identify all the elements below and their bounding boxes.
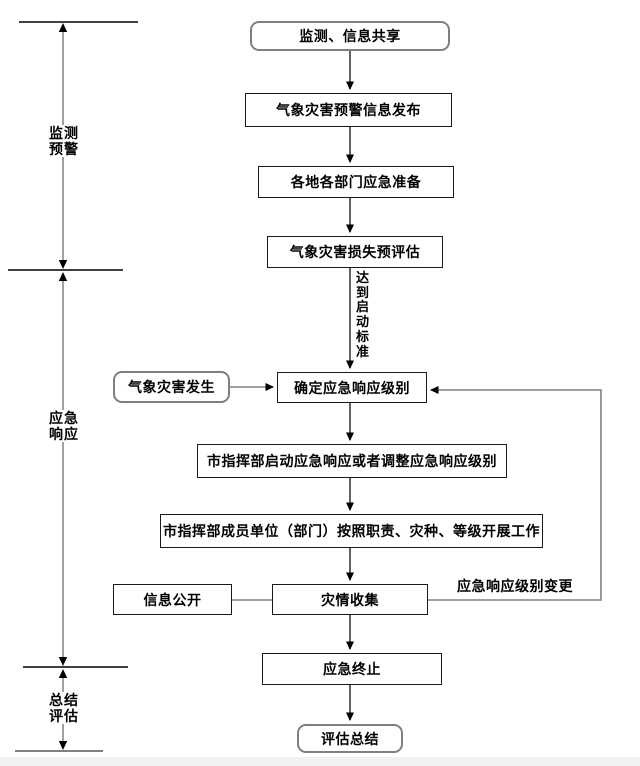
node-disaster-info-collection: 灾情收集 [272, 584, 428, 615]
page-bottom-band [0, 757, 640, 766]
phase-label-response: 应急 响应 [45, 410, 83, 442]
node-loss-preassessment: 气象灾害损失预评估 [267, 236, 443, 268]
phase-span-3-arrow-up [58, 669, 68, 678]
side-connectors [230, 383, 602, 601]
feedback-loop-line [428, 386, 602, 601]
node-disaster-occurs: 气象灾害发生 [113, 371, 230, 403]
phase-span-1-arrow-up [58, 23, 68, 32]
node-warning-info-release: 气象灾害预警信息发布 [245, 93, 452, 127]
node-member-units-work: 市指挥部成员单位（部门）按照职责、灾种、等级开展工作 [160, 514, 543, 548]
node-evaluation-summary: 评估总结 [297, 724, 403, 753]
edge-label-threshold: 达到启动标准 [355, 270, 369, 359]
edge-label-level-change: 应急响应级别变更 [457, 578, 573, 594]
phase-label-evaluation: 总结 评估 [45, 692, 83, 724]
phase-label-monitoring: 监测 预警 [45, 125, 83, 157]
node-monitor-info-sharing: 监测、信息共享 [250, 21, 450, 51]
node-emergency-preparation: 各地各部门应急准备 [258, 166, 454, 198]
phase-span-1-arrow-down [58, 260, 68, 269]
phase-span-2-arrow-down [58, 657, 68, 666]
node-emergency-termination: 应急终止 [262, 653, 442, 685]
node-info-disclosure: 信息公开 [113, 584, 232, 615]
node-start-or-adjust-response: 市指挥部启动应急响应或者调整应急响应级别 [197, 444, 507, 478]
node-determine-response-level: 确定应急响应级别 [277, 372, 427, 403]
phase-span-2-arrow-up [58, 272, 68, 281]
phase-span-3-arrow-down [58, 741, 68, 750]
